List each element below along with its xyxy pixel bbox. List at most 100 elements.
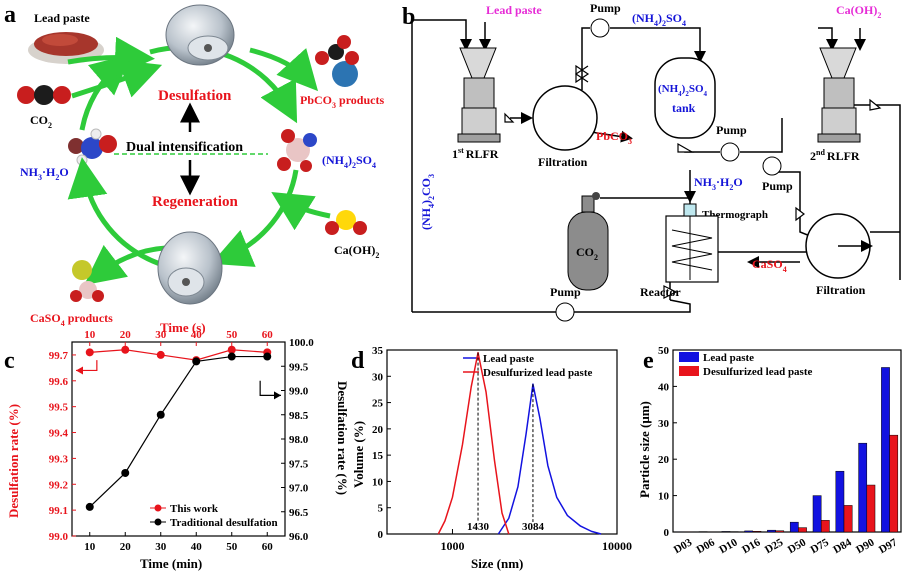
regeneration-label: Regeneration	[152, 194, 238, 210]
chart-c-y2tick-label: 99.5	[289, 361, 309, 373]
chart-c-ytick-label: 99.4	[49, 428, 69, 440]
panel-d-label: d	[351, 348, 365, 374]
panel-c-label: c	[4, 348, 15, 374]
chart-e-category-label: D25	[763, 536, 786, 556]
chart-c-right-arrow	[259, 380, 281, 396]
chart-c-ytick-label: 99.5	[49, 402, 69, 414]
chart-e-category-label: D84	[831, 536, 854, 556]
chart-c-ytick-label: 99.2	[49, 479, 69, 491]
chart-c-y2tick-label: 97.0	[289, 483, 309, 495]
chart-c-ytick-label: 99.6	[49, 376, 69, 388]
chart-c-ytick-label: 99.0	[49, 531, 69, 543]
reactor-label: Reactor	[640, 285, 681, 299]
pump-label-3: Pump	[762, 179, 793, 193]
chart-d-peak-label: 1430	[467, 521, 490, 533]
chart-c-x2tick-label: 20	[120, 329, 132, 341]
chart-d-series-line	[437, 351, 510, 535]
chart-c: c Time (s) Time (min) Desulfation rate (…	[4, 320, 350, 571]
filtration-1-icon	[532, 85, 598, 151]
chart-c-point	[263, 352, 272, 361]
chart-e-category-label: D10	[717, 536, 740, 556]
chart-e-category-label: D97	[877, 536, 900, 556]
caoh2-label: Ca(OH)2	[334, 243, 379, 260]
chart-c-point	[156, 410, 165, 419]
chart-e-ytick-label: 20	[658, 454, 670, 466]
chart-c-xlabel: Time (min)	[140, 556, 202, 571]
chart-e-category-label: D90	[854, 536, 877, 556]
chart-c-point	[121, 468, 130, 477]
chart-e-legend-swatch	[679, 352, 699, 362]
chart-d-ytick-label: 15	[372, 450, 384, 462]
nh3-h2o-label: NH3·H2O	[20, 165, 69, 182]
nh3-molecule-icon	[68, 128, 117, 166]
chart-c-legend-marker	[154, 518, 162, 526]
chart-d-legend-label: Desulfurized lead paste	[483, 367, 593, 379]
chart-c-y2tick-label: 96.0	[289, 531, 309, 543]
chart-c-point	[156, 350, 165, 359]
chart-c-xtick-label: 40	[191, 541, 203, 553]
chart-c-point	[85, 348, 94, 357]
chart-c-y2tick-label: 96.5	[289, 507, 309, 519]
chart-c-point	[121, 345, 130, 354]
chart-d-ytick-label: 30	[372, 371, 384, 383]
pump-icon-4	[555, 302, 575, 322]
chart-c-left-arrow-head	[76, 366, 83, 375]
chart-c-series-line	[89, 349, 268, 361]
rlfr-2-icon	[817, 47, 861, 143]
filtration-2-label: Filtration	[816, 283, 866, 297]
reactor-icon	[665, 203, 719, 283]
co2-molecule-icon	[17, 85, 71, 105]
pbco3-molecule-icon	[315, 35, 359, 87]
chart-d-ytick-label: 25	[372, 398, 384, 410]
chart-c-y2tick-label: 98.5	[289, 410, 309, 422]
chart-e-category-label: D16	[740, 536, 763, 556]
chart-e-bar	[744, 530, 754, 533]
chart-e-bar	[752, 531, 762, 533]
chart-c-x2tick-label: 30	[155, 329, 167, 341]
chart-c-point	[227, 352, 236, 361]
chart-c-y2tick-label: 100.0	[289, 337, 314, 349]
co2-label: CO2	[30, 113, 52, 130]
tank-label: tank	[672, 101, 696, 115]
chart-c-y2label: Desulfation rate (%)	[335, 381, 350, 495]
dual-intensification-label: Dual intensification	[126, 140, 243, 155]
caso4-label-b: CaSO4	[752, 257, 787, 274]
chart-c-legend-label: This work	[170, 503, 219, 515]
reactor-bottom-icon	[157, 231, 223, 305]
pump-label-1: Pump	[590, 1, 621, 15]
chart-c-point	[85, 502, 94, 511]
chart-e-category-label: D50	[786, 536, 809, 556]
chart-d-xtick-label: 10000	[602, 539, 632, 553]
chart-d-peak-label: 3084	[522, 521, 545, 533]
chart-e-ytick-label: 30	[658, 418, 670, 430]
nh4so4-molecule-icon	[277, 129, 317, 172]
chart-c-y2tick-label: 98.0	[289, 434, 309, 446]
chart-c-xtick-label: 10	[84, 541, 96, 553]
chart-e-bar	[866, 484, 876, 533]
chart-c-xtick-label: 60	[262, 541, 274, 553]
pump-label-2: Pump	[716, 123, 747, 137]
pump-icon-3	[762, 156, 782, 176]
chart-d: d Size (nm) Volume (%) 05101520253035100…	[351, 345, 632, 571]
caoh2-molecule-icon	[325, 210, 367, 235]
chart-c-x2label: Time (s)	[160, 320, 206, 335]
desulfation-label: Desulfation	[158, 88, 232, 104]
chart-c-x2tick-label: 10	[84, 329, 96, 341]
chart-d-ytick-label: 10	[372, 476, 384, 488]
chart-e-bar	[835, 470, 845, 533]
chart-c-ytick-label: 99.3	[49, 453, 69, 465]
pbco3-products-label: PbCO3 products	[300, 93, 384, 110]
co2-cylinder-icon	[567, 192, 609, 291]
chart-c-legend-label: Traditional desulfation	[170, 517, 278, 529]
caso4-products-label: CaSO4 products	[30, 311, 113, 328]
lead-paste-label: Lead paste	[34, 11, 90, 25]
chart-d-ytick-label: 5	[378, 503, 384, 515]
chart-e-bar	[881, 367, 890, 533]
chart-e-bar	[858, 442, 868, 533]
chart-c-y2tick-label: 99.0	[289, 386, 309, 398]
chart-c-point	[192, 357, 201, 366]
pbco3-label-b: PbCO3	[596, 129, 632, 146]
